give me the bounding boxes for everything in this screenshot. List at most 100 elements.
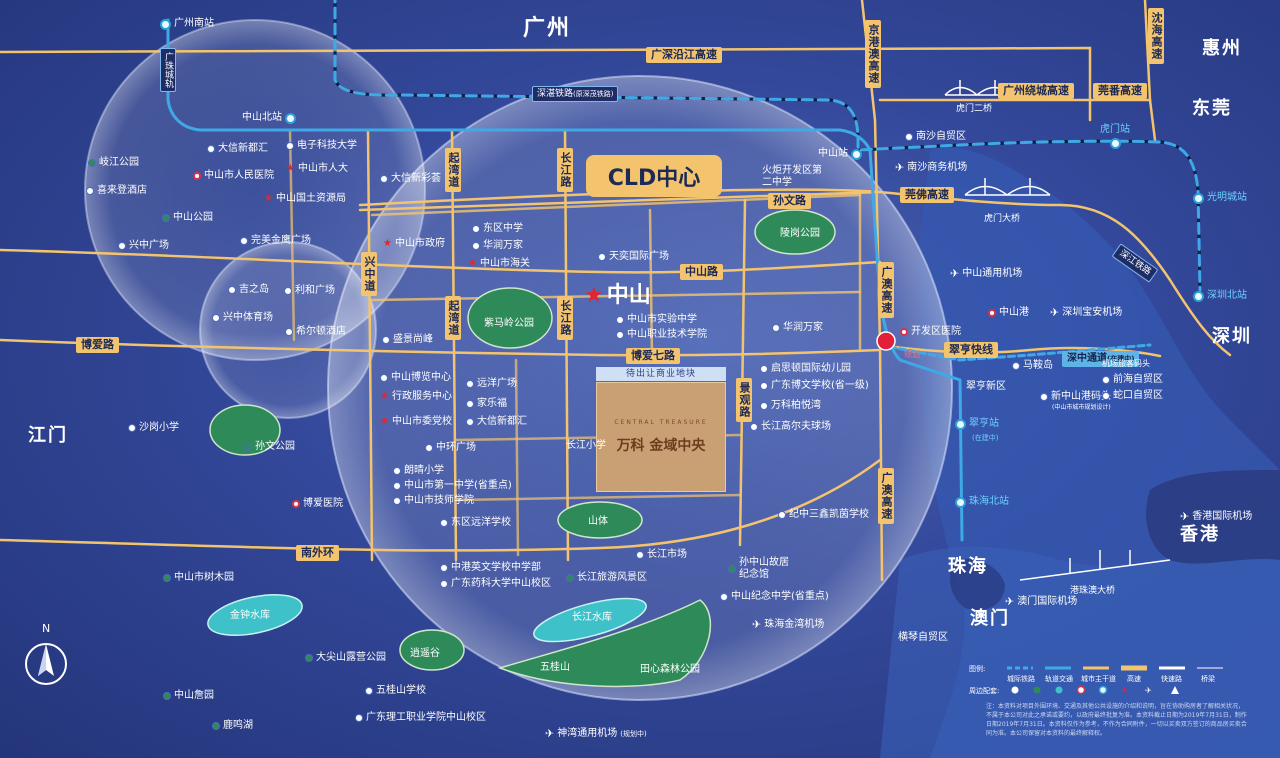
poi-nansha-airport[interactable]: ✈南沙商务机场: [895, 162, 967, 174]
poi-zhongshan-ga-airport[interactable]: ✈中山通用机场: [950, 268, 1022, 280]
poi-icon: [118, 242, 126, 250]
poi-experimental-school[interactable]: 中山市实验中学: [616, 314, 697, 326]
station-zhongshan-north[interactable]: 中山北站: [242, 112, 296, 124]
poi-zhongshan-park[interactable]: 中山公园: [162, 212, 213, 224]
poi-shagang-school[interactable]: 沙岗小学: [128, 422, 179, 434]
poi-pharma-univ[interactable]: 广东药科大学中山校区: [440, 578, 551, 590]
poi-boai-hospital[interactable]: 博爱医院: [292, 498, 343, 510]
poi-zhonghuan-plaza[interactable]: 中环广场: [425, 442, 476, 454]
legend-disclaimer: 注：本资料对项目外围环境、交通及其他公共设施的介绍和说明，旨在协助购房者了解相关…: [986, 703, 1247, 737]
station-cuiheng[interactable]: 翠亨站: [955, 418, 999, 430]
poi-crvanguard-2[interactable]: 华润万家: [772, 322, 823, 334]
poi-shenwan-airport[interactable]: ✈神湾通用机场(规划中): [545, 728, 647, 740]
poi-daxin-center[interactable]: 大信新都汇: [466, 416, 527, 428]
poi-xingzhong-square[interactable]: 兴中广场: [118, 240, 169, 252]
poi-party-school[interactable]: ★中山市委党校: [380, 416, 452, 428]
poi-jizhong-sanxin[interactable]: 纪中三鑫凯茵学校: [778, 509, 869, 521]
poi-sun-yatsen-residence[interactable]: 孙中山故居纪念馆: [728, 557, 798, 581]
poi-wanmei-plaza[interactable]: 完美金鹰广场: [240, 235, 311, 247]
station-shenzhen-north[interactable]: 深圳北站: [1193, 290, 1247, 302]
poi-icon: [440, 564, 448, 572]
poi-qijiang-park[interactable]: 岐江公园: [88, 157, 139, 169]
poi-hengqin[interactable]: 横琴自贸区: [898, 632, 948, 644]
poi-jusco[interactable]: 吉之岛: [228, 284, 269, 296]
poi-gd-polytechnic[interactable]: 广东理工职业学院中山校区: [355, 712, 486, 724]
poi-label: 大信新彩荟: [391, 173, 441, 184]
poi-dajianshan[interactable]: 大尖山露营公园: [305, 652, 386, 664]
poi-crvanguard-1[interactable]: 华润万家: [472, 240, 523, 252]
poi-golf[interactable]: 长江高尔夫球场: [750, 421, 831, 433]
poi-carrefour[interactable]: 家乐福: [466, 398, 507, 410]
poi-technician-college[interactable]: 中山市技师学院: [393, 495, 474, 507]
poi-expo-center[interactable]: 中山博览中心: [380, 372, 451, 384]
poi-sunwen-park[interactable]: 孙文公园: [244, 441, 295, 453]
poi-langqing-school[interactable]: 朗晴小学: [393, 465, 444, 477]
road-cuiheng: [878, 343, 1162, 358]
poi-qisidun-kindergarten[interactable]: 启思顿国际幼儿园: [760, 363, 851, 375]
poi-new-zhongshan-port[interactable]: 新中山港码头: [1040, 391, 1111, 403]
poi-changjiang-scenic[interactable]: 长江旅游风景区: [566, 572, 647, 584]
poi-luming-lake[interactable]: 鹿鸣湖: [212, 720, 253, 732]
poi-lihe-plaza[interactable]: 利和广场: [284, 285, 335, 297]
poi-zhongshan-port[interactable]: 中山港: [988, 307, 1029, 319]
poi-hilton[interactable]: 希尔顿酒店: [285, 326, 346, 338]
poi-tianxin-forest[interactable]: 田心森林公园: [640, 664, 700, 676]
poi-zhonggang-english[interactable]: 中港英文学校中学部: [440, 562, 541, 574]
poi-memorial-school[interactable]: 中山纪念中学(省重点): [720, 591, 829, 603]
station-guangzhou-south[interactable]: 广州南站: [160, 18, 214, 30]
poi-label: 朗晴小学: [404, 465, 444, 476]
poi-shekou[interactable]: 蛇口自贸区: [1102, 390, 1163, 402]
station-guangming[interactable]: 光明城站: [1193, 192, 1247, 204]
station-zhuhai-north[interactable]: 珠海北站: [955, 496, 1009, 508]
poi-changjiang-primary[interactable]: 长江小学: [566, 440, 606, 452]
poi-baoan-airport[interactable]: ✈深圳宝安机场: [1050, 307, 1122, 319]
poi-arboretum[interactable]: 中山市树木园: [163, 572, 234, 584]
station-zhongshan[interactable]: 中山站: [818, 148, 862, 160]
poi-macau-airport[interactable]: ✈澳门国际机场: [1005, 596, 1077, 608]
poi-vanke-baiyuewan[interactable]: 万科柏悦湾: [760, 400, 821, 412]
poi-kaifaqu-hospital[interactable]: 开发区医院: [900, 326, 961, 338]
poi-qianhai[interactable]: 前海自贸区: [1102, 374, 1163, 386]
poi-wuguishan-school[interactable]: 五桂山学校: [365, 685, 426, 697]
poi-peoples-hospital[interactable]: 中山市人民医院: [193, 170, 274, 182]
poi-dongqu-yuanyang[interactable]: 东区远洋学校: [440, 517, 511, 529]
poi-daxin-north[interactable]: 大信新都汇: [207, 143, 268, 155]
poi-vocational-college[interactable]: 中山职业技术学院: [616, 329, 707, 341]
poi-changjiang-reservoir[interactable]: 长江水库: [572, 612, 612, 624]
station-humen[interactable]: 虎门站: [1100, 124, 1130, 149]
poi-uestc[interactable]: 电子科技大学: [286, 140, 357, 152]
poi-xingzhong-stadium[interactable]: 兴中体育场: [212, 312, 273, 324]
poi-cuiheng-new-district[interactable]: 翠亨新区: [966, 381, 1006, 393]
poi-torch-school[interactable]: 火炬开发区第二中学: [762, 165, 828, 189]
poi-bowen-school[interactable]: 广东博文学校(省一级): [760, 380, 869, 392]
poi-maan-island[interactable]: 马鞍岛: [1012, 360, 1053, 372]
poi-xiaoyaogu[interactable]: 逍遥谷: [410, 648, 440, 660]
poi-yuanyang-plaza[interactable]: 远洋广场: [466, 378, 517, 390]
poi-tianyi-plaza[interactable]: 天奕国际广场: [598, 251, 669, 263]
poi-no1-middle[interactable]: 中山市第一中学(省重点): [393, 480, 512, 492]
poi-shengjing[interactable]: 盛景尚峰: [382, 334, 433, 346]
poi-daxin-caihui[interactable]: 大信新彩荟: [380, 173, 441, 185]
poi-city-government[interactable]: ★中山市政府: [383, 238, 445, 250]
compass-label: N: [42, 622, 51, 635]
shenzhong-note: (在建中): [1107, 355, 1135, 363]
station-label: 深圳北站: [1207, 290, 1247, 301]
poi-land-bureau[interactable]: ★中山国土资源局: [264, 193, 346, 205]
poi-jinwan-airport[interactable]: ✈珠海金湾机场: [752, 619, 824, 631]
poi-nansha-ftz[interactable]: 南沙自贸区: [905, 131, 966, 143]
poi-shanti[interactable]: 山体: [588, 516, 608, 528]
poi-zimaling-park[interactable]: 紫马岭公园: [484, 318, 534, 330]
poi-zhan-garden[interactable]: 中山詹园: [163, 690, 214, 702]
poi-dongqu-middle[interactable]: 东区中学: [472, 223, 523, 235]
poi-admin-service[interactable]: ★行政服务中心: [380, 391, 452, 403]
poi-wuguishan[interactable]: 五桂山: [540, 662, 570, 674]
poi-linggang-park[interactable]: 陵岗公园: [780, 228, 820, 240]
poi-hk-airport[interactable]: ✈香港国际机场: [1180, 511, 1252, 523]
poi-airport-ferry[interactable]: 机场旅客码头: [1102, 358, 1150, 370]
poi-jinzhong-reservoir[interactable]: 金钟水库: [230, 610, 270, 622]
poi-changjiang-market[interactable]: 长江市场: [636, 549, 687, 561]
poi-sheraton[interactable]: 喜来登酒店: [86, 185, 147, 197]
project-vanke-plot[interactable]: CENTRAL TREASURE 万科 金域中央: [596, 382, 726, 492]
poi-customs[interactable]: ★中山市海关: [468, 258, 530, 270]
poi-peoples-congress[interactable]: ★中山市人大: [286, 163, 348, 175]
